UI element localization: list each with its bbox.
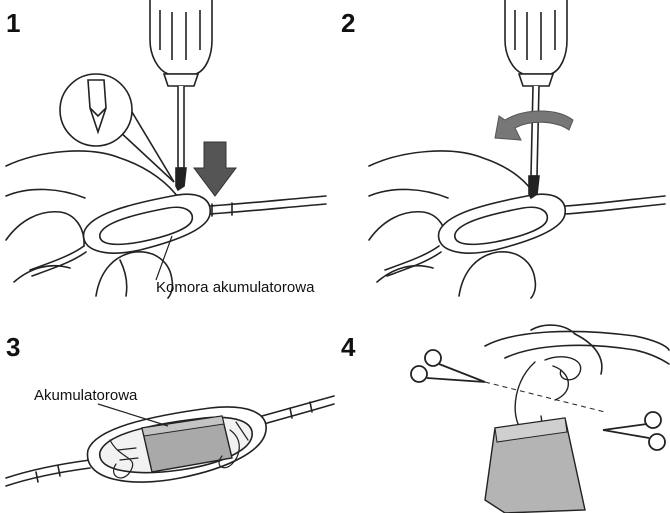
step-3-number: 3	[6, 334, 20, 360]
screwdriver-icon	[505, 0, 567, 198]
scissors-icon	[603, 412, 665, 450]
battery-compartment-label: Komora akumulatorowa	[156, 280, 314, 295]
scissors-icon	[411, 350, 485, 382]
step-2-illustration	[335, 0, 670, 300]
battery-compartment	[84, 194, 211, 253]
step-3-panel: 3 Akumulatorowa	[0, 300, 335, 513]
step-4-number: 4	[341, 334, 355, 360]
screwdriver-icon	[150, 0, 212, 190]
battery-icon	[485, 418, 585, 513]
step-1-panel: 1	[0, 0, 335, 300]
down-arrow-icon	[194, 142, 236, 196]
step-4-panel: 4	[335, 300, 670, 513]
magnifier-callout-icon	[60, 74, 174, 182]
cut-line	[485, 382, 605, 412]
battery-compartment	[439, 194, 566, 253]
step-1-number: 1	[6, 10, 20, 36]
battery-label: Akumulatorowa	[34, 388, 137, 403]
housing-edge	[485, 325, 669, 374]
step-4-illustration	[335, 300, 670, 513]
step-1-illustration	[0, 0, 335, 300]
step-2-number: 2	[341, 10, 355, 36]
step-3-illustration	[0, 300, 335, 513]
step-2-panel: 2	[335, 0, 670, 300]
